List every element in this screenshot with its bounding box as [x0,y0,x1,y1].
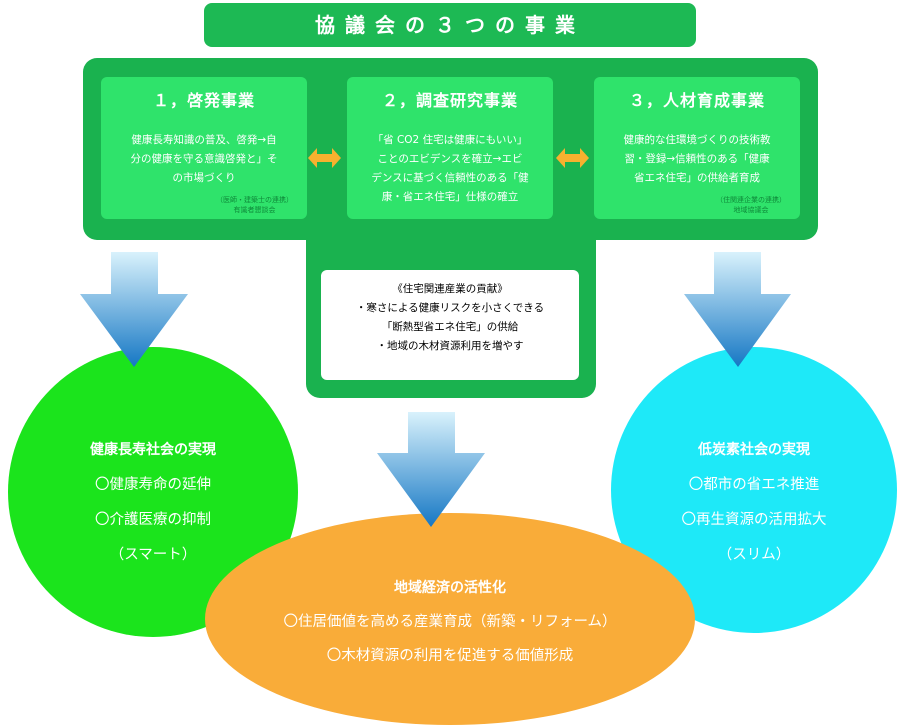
card-line: 健康的な住環境づくりの技術教 [623,134,771,146]
card-heading: １，啓発事業 [152,91,255,110]
card-text: 健康長寿知識の普及、啓発→自 分の健康を守る意識啓発と」そ の市場づくり [111,131,297,188]
outcome-item: 〇木材資源の利用を促進する価値形成 [326,648,574,664]
down-arrow-center [377,412,485,527]
outcome-item: 〇再生資源の活用拡大 [681,512,827,528]
outcome-regional-economy: 地域経済の活性化 〇住居価値を高める産業育成（新築・リフォーム） 〇木材資源の利… [205,513,695,725]
diagram-title: 協議会の３つの事業 [315,13,585,37]
outcome-item: （スリム） [717,547,791,563]
card-line: 習・登録→信頼性のある「健康 [624,153,770,165]
card-line: の市場づくり [172,172,236,184]
card-line: ことのエビデンスを確立→エビ [377,153,523,165]
card-line: 康・省エネ住宅」仕様の確立 [381,191,519,203]
contribution-line: ・地域の木材資源利用を増やす [376,340,524,352]
contribution-title: 《住宅関連産業の貢献》 [392,283,508,295]
down-arrow-right [684,252,791,367]
card-note: （医師・建築士の連携） 有識者懇談会 [216,195,293,215]
note-line: （医師・建築士の連携） [216,196,293,204]
double-arrow-connector-right [556,148,589,168]
card-text: 「省 CO2 住宅は健康にもいい」 ことのエビデンスを確立→エビ デンスに基づく… [357,131,543,207]
contribution-box: 《住宅関連産業の貢献》 ・寒さによる健康リスクを小さくできる 「断熱型省エネ住宅… [321,270,579,380]
card-heading: ２，調査研究事業 [381,91,518,110]
contribution-line: ・寒さによる健康リスクを小さくできる [355,302,545,314]
card-research: ２，調査研究事業 「省 CO2 住宅は健康にもいい」 ことのエビデンスを確立→エ… [347,77,553,219]
down-arrow-left [80,252,188,367]
outcome-item: 〇介護医療の抑制 [95,512,211,528]
outcome-title: 地域経済の活性化 [394,580,506,596]
note-line: （住関連企業の連携） [716,196,786,204]
card-line: デンスに基づく信頼性のある「健 [371,172,529,184]
double-arrow-connector-left [308,148,341,168]
outcome-title: 低炭素社会の実現 [698,442,810,458]
outcome-item: 〇住居価値を高める産業育成（新築・リフォーム） [283,614,617,630]
card-line: 健康長寿知識の普及、啓発→自 [131,134,277,146]
card-line: 「省 CO2 住宅は健康にもいい」 [372,134,528,146]
card-text: 健康的な住環境づくりの技術教 習・登録→信頼性のある「健康 省エネ住宅」の供給者… [604,131,790,188]
outcome-item: 〇都市の省エネ推進 [688,477,820,493]
outcome-item: 〇健康寿命の延伸 [95,477,211,493]
card-heading: ３，人材育成事業 [628,91,765,110]
card-line: 分の健康を守る意識啓発と」そ [130,153,278,165]
title-bar: 協議会の３つの事業 [204,3,696,47]
card-line: 省エネ住宅」の供給者育成 [634,172,760,184]
note-line: 有識者懇談会 [233,206,276,214]
outcome-title: 健康長寿社会の実現 [90,442,216,458]
card-training: ３，人材育成事業 健康的な住環境づくりの技術教 習・登録→信頼性のある「健康 省… [594,77,800,219]
card-note: （住関連企業の連携） 地域協議会 [716,195,786,215]
card-awareness: １，啓発事業 健康長寿知識の普及、啓発→自 分の健康を守る意識啓発と」そ の市場… [101,77,307,219]
contribution-line: 「断熱型省エネ住宅」の供給 [381,321,519,333]
outcome-item: （スマート） [109,547,197,563]
note-line: 地域協議会 [733,206,769,214]
